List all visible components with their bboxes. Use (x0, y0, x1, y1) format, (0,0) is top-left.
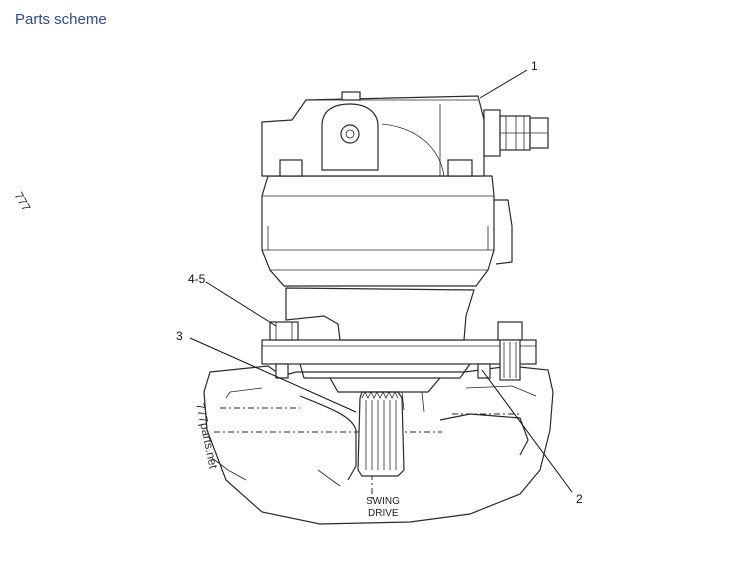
pinion-gear (357, 391, 405, 477)
callout-2: 2 (576, 492, 583, 506)
motor-top-block (261, 91, 485, 177)
motor-body (261, 175, 513, 341)
mounting-flange (261, 339, 537, 413)
flange-bolts (269, 321, 523, 381)
callout-3: 3 (176, 329, 183, 343)
watermark-top-left: 777 (11, 190, 33, 215)
callout-1: 1 (531, 59, 538, 73)
port-fitting (483, 109, 549, 157)
swing-drive-housing (203, 365, 554, 525)
callout-4-5: 4-5 (188, 272, 206, 286)
drive-label: DRIVE (368, 508, 399, 519)
watermark-side: 777parts.net (193, 402, 221, 471)
swing-label: SWING (366, 496, 400, 507)
callout-leaders (189, 69, 573, 493)
page-title: Parts scheme (15, 11, 107, 28)
